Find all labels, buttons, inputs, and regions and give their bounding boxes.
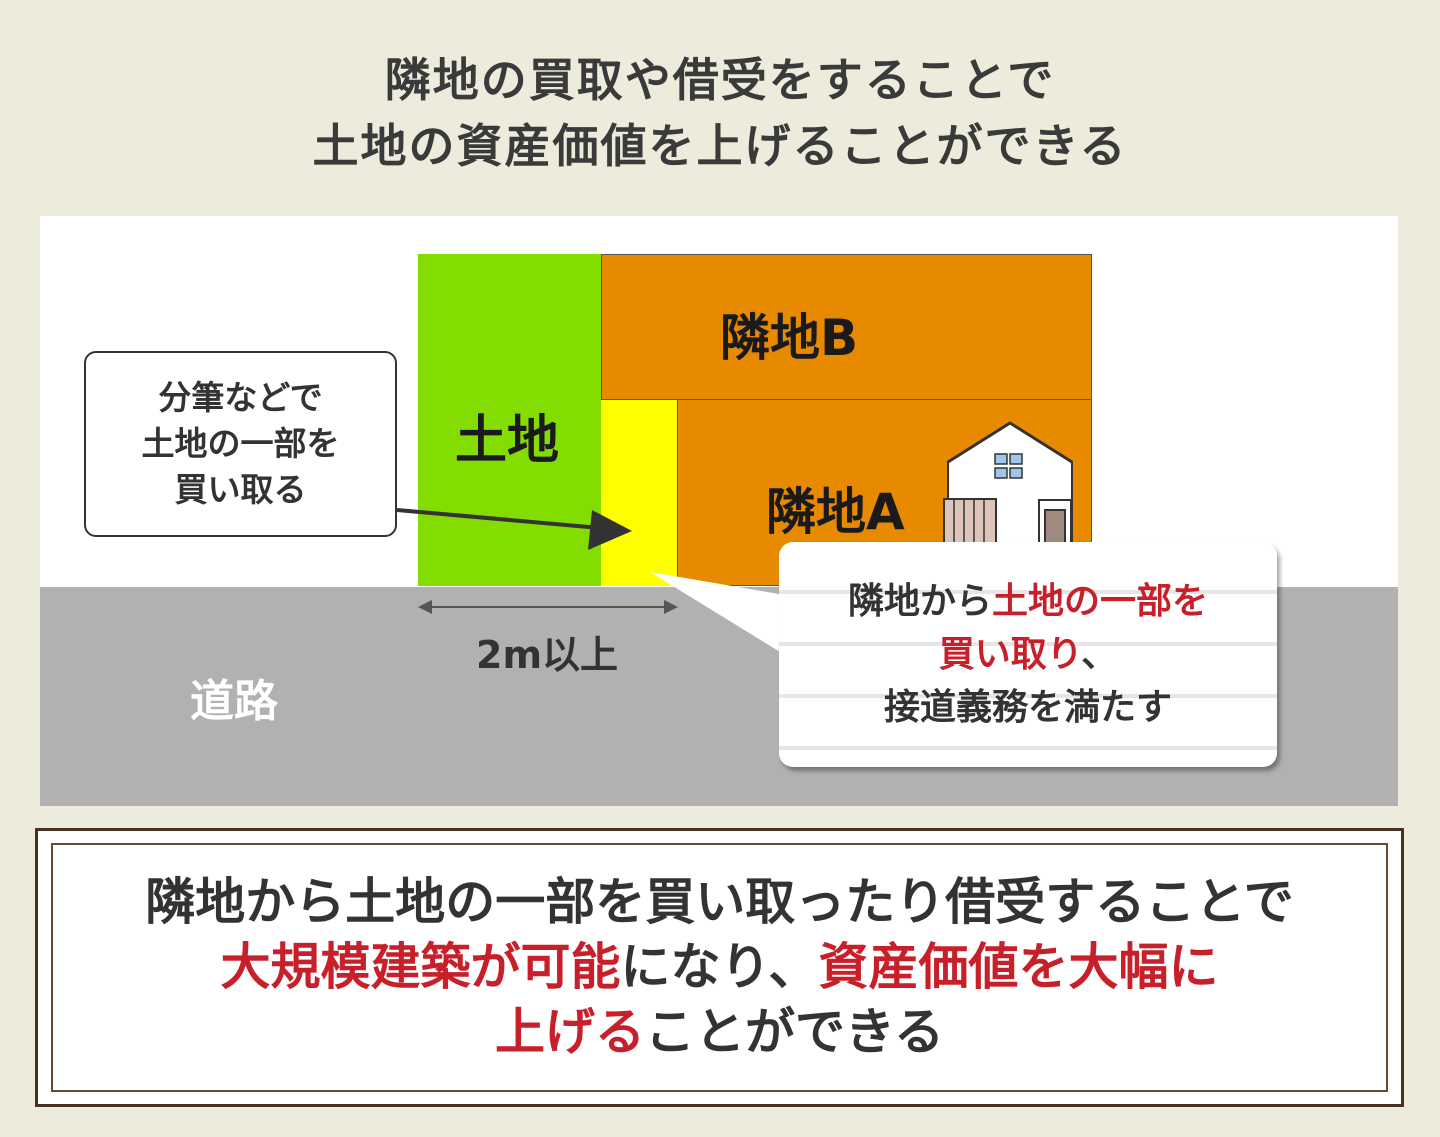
- bubble-line2-red: 買い取り: [938, 634, 1082, 675]
- summary-line3-red: 上げる: [495, 1003, 645, 1061]
- land-label: 土地: [455, 411, 560, 471]
- summary-line2-normal: になり、: [620, 938, 819, 996]
- bubble-line1-normal: 隣地から: [847, 581, 992, 622]
- bubble-line1-red: 土地の一部を: [992, 581, 1209, 622]
- neighbor-b-plot: [601, 254, 1092, 400]
- title-line-2: 土地の資産価値を上げることができる: [312, 119, 1128, 173]
- bubble-tail: [650, 572, 785, 655]
- subdivision-callout: 分筆などで 土地の一部を 買い取る: [84, 351, 397, 537]
- neighbor-b-label: 隣地B: [720, 309, 859, 367]
- callout-line-2: 土地の一部を: [141, 424, 340, 463]
- summary-line3-normal: ことができる: [645, 1003, 944, 1061]
- speech-bubble: 隣地から土地の一部を 買い取り、 接道義務を満たす: [779, 542, 1277, 767]
- house-icon: [943, 421, 1073, 548]
- callout-line-3: 買い取る: [174, 470, 307, 509]
- callout-line-1: 分筆などで: [158, 378, 323, 417]
- dimension-label: 2m以上: [476, 633, 619, 677]
- road-label: 道路: [190, 676, 278, 727]
- summary-line2-red1: 大規模建築が可能: [220, 938, 621, 996]
- summary-line2-red2: 資産価値を大幅に: [818, 938, 1219, 996]
- bubble-line2-normal: 、: [1081, 634, 1118, 675]
- summary-line-1: 隣地から土地の一部を買い取ったり借受することで: [145, 873, 1294, 931]
- neighbor-a-label: 隣地A: [766, 483, 905, 541]
- bubble-line3: 接道義務を満たす: [883, 687, 1172, 728]
- land-plot: [418, 254, 601, 586]
- purchased-strip: [601, 400, 678, 586]
- summary-box: 隣地から土地の一部を買い取ったり借受することで 大規模建築が可能になり、資産価値…: [35, 828, 1404, 1107]
- title-line-1: 隣地の買取や借受をすることで: [384, 53, 1056, 107]
